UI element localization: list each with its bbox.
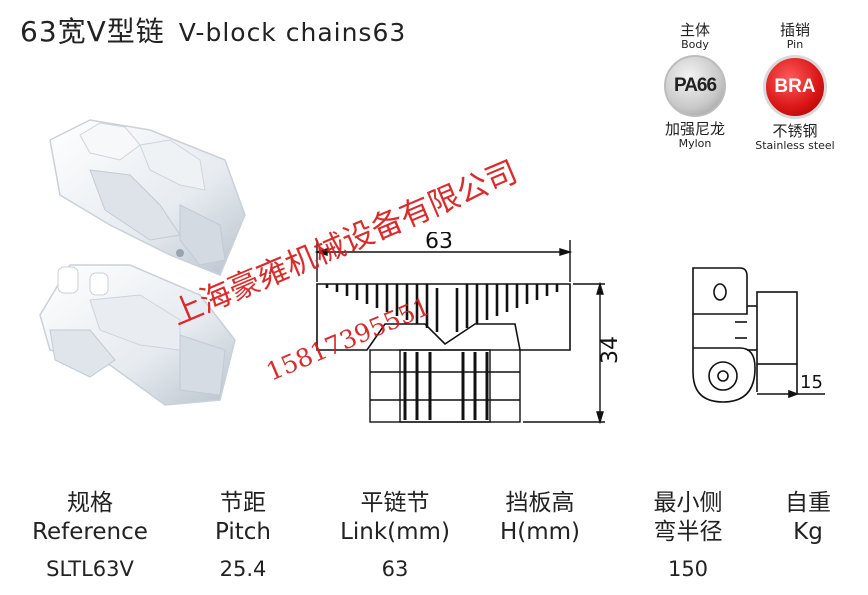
table-header-height: 挡板高 H(mm) xyxy=(499,490,581,545)
chain-link-lower xyxy=(39,264,236,406)
table-cell-reference: SLTL63V xyxy=(46,557,134,581)
table-header-link: 平链节 Link(mm) xyxy=(340,490,450,545)
material-desc-cn: 不锈钢 xyxy=(772,122,818,140)
material-desc-cn: 加强尼龙 xyxy=(664,120,725,138)
material-desc-en: Stainless steel xyxy=(755,139,835,152)
material-desc-en: Mylon xyxy=(678,137,712,150)
table-cell-pitch: 25.4 xyxy=(219,557,267,581)
chain-photo-image xyxy=(39,119,246,406)
table-header-pitch: 节距 Pitch xyxy=(215,490,271,545)
material-label-cn: 插销 xyxy=(779,21,810,39)
title-cn: 63宽V型链 xyxy=(20,15,165,48)
dimension-width-label: 63 xyxy=(425,232,453,254)
page-title: 63宽V型链 V-block chains63 xyxy=(20,10,406,50)
material-pin: 插销 Pin BRA 不锈钢 Stainless steel xyxy=(745,22,845,152)
side-view-drawing: 15 xyxy=(692,267,825,403)
table-cell-min-radius: 150 xyxy=(667,557,709,581)
material-label-en: Body xyxy=(681,38,709,51)
material-body: 主体 Body PA66 加强尼龙 Mylon xyxy=(645,22,745,150)
table-cell-link: 63 xyxy=(381,557,409,581)
table-header-weight: 自重 Kg xyxy=(785,490,831,545)
pa66-badge-icon: PA66 xyxy=(664,55,726,117)
dimension-height-label: 34 xyxy=(598,336,623,364)
table-header-min-radius: 最小侧 弯半径 xyxy=(653,490,723,545)
bra-badge-icon: BRA xyxy=(763,55,827,119)
chain-link-upper xyxy=(49,119,246,276)
title-en: V-block chains63 xyxy=(178,18,407,47)
table-header-reference: 规格 Reference xyxy=(32,490,148,545)
dimension-side-label: 15 xyxy=(800,372,823,393)
material-label-en: Pin xyxy=(786,38,804,51)
front-view-drawing: 63 34 xyxy=(314,232,623,425)
material-label-cn: 主体 xyxy=(679,21,710,39)
